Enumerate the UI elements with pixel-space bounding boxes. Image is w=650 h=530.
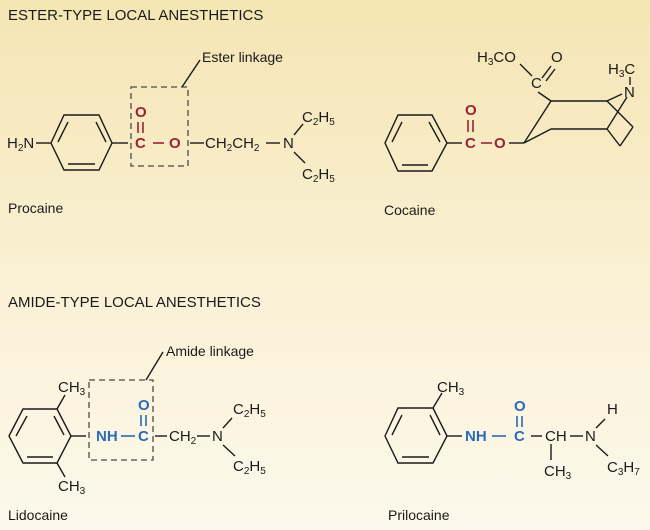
lidocaine-ethyl-bottom: C2H5 bbox=[233, 458, 266, 477]
prilocaine-methyl: CH3 bbox=[437, 379, 465, 398]
lidocaine-structure: CH3 CH3 Amide linkage NH C O CH2 N C2H5 … bbox=[8, 343, 266, 497]
bond bbox=[545, 68, 556, 82]
bond bbox=[606, 93, 623, 102]
cocaine-ester2-o: O bbox=[551, 49, 563, 66]
procaine-ester-o: O bbox=[169, 135, 181, 152]
amide-linkage-label: Amide linkage bbox=[166, 343, 254, 359]
prilocaine-nh: NH bbox=[465, 428, 487, 445]
bond bbox=[293, 151, 306, 164]
bond bbox=[606, 100, 634, 128]
procaine-ethyl-top: C2H5 bbox=[302, 109, 335, 128]
bond bbox=[619, 126, 634, 147]
procaine-n: N bbox=[283, 135, 294, 152]
prilocaine-ch-methyl: CH3 bbox=[544, 463, 572, 482]
cocaine-n: N bbox=[624, 84, 635, 101]
lidocaine-n: N bbox=[212, 428, 223, 445]
bond bbox=[595, 444, 609, 457]
bond bbox=[53, 415, 65, 436]
lidocaine-methyl-top: CH3 bbox=[58, 379, 86, 398]
cocaine-methoxy: H3CO bbox=[477, 49, 516, 68]
lidocaine-name: Lidocaine bbox=[8, 507, 68, 523]
lidocaine-ethyl-top: C2H5 bbox=[233, 401, 266, 420]
bond bbox=[57, 121, 69, 143]
ester-linkage-box bbox=[130, 86, 189, 167]
amide-section-title: AMIDE-TYPE LOCAL ANESTHETICS bbox=[8, 294, 261, 311]
prilocaine-carbonyl-c: C bbox=[514, 428, 525, 445]
bond bbox=[537, 91, 552, 102]
lidocaine-carbonyl-o: O bbox=[138, 397, 150, 414]
procaine-chain: CH2CH2 bbox=[205, 135, 260, 154]
cocaine-ester-o: O bbox=[494, 135, 506, 152]
procaine-structure: H2N Ester linkage O C O CH2CH2 N C2H5 C2… bbox=[7, 49, 335, 185]
ester-leader-line bbox=[181, 59, 201, 88]
bond bbox=[56, 462, 66, 478]
prilocaine-name: Prilocaine bbox=[388, 507, 450, 523]
bond bbox=[391, 121, 403, 143]
prilocaine-structure: CH3 NH C O CH CH3 N H C3H7 bbox=[384, 379, 640, 482]
bond bbox=[95, 121, 107, 143]
bond bbox=[606, 96, 628, 130]
prilocaine-n: N bbox=[585, 428, 596, 445]
bond bbox=[222, 417, 233, 429]
bond bbox=[606, 128, 621, 147]
lidocaine-nh: NH bbox=[96, 428, 118, 445]
cocaine-n-methyl: H3C bbox=[608, 61, 635, 80]
cocaine-structure: O C O N H3C C O H3CO bbox=[384, 49, 635, 172]
cocaine-carbonyl-o: O bbox=[465, 102, 477, 119]
cocaine-ester2-c: C bbox=[531, 75, 542, 92]
procaine-carbonyl-o: O bbox=[135, 104, 147, 121]
lidocaine-chain: CH2 bbox=[169, 428, 197, 447]
prilocaine-benzene-ring bbox=[384, 407, 448, 464]
lidocaine-carbonyl-c: C bbox=[138, 428, 149, 445]
bond bbox=[391, 414, 403, 436]
bond bbox=[222, 444, 236, 457]
bond bbox=[432, 392, 443, 409]
prilocaine-ch: CH bbox=[545, 428, 567, 445]
lidocaine-benzene-ring bbox=[8, 408, 72, 464]
cocaine-benzene-ring bbox=[384, 114, 448, 172]
bond bbox=[428, 121, 441, 143]
prilocaine-carbonyl-o: O bbox=[514, 398, 526, 415]
bond bbox=[56, 394, 66, 410]
bond bbox=[523, 128, 552, 144]
cocaine-name: Cocaine bbox=[384, 202, 436, 218]
amide-leader-line bbox=[145, 351, 164, 381]
procaine-benzene-ring bbox=[50, 114, 113, 171]
amide-linkage-box bbox=[88, 379, 154, 461]
ester-section-title: ESTER-TYPE LOCAL ANESTHETICS bbox=[8, 7, 263, 24]
bond bbox=[15, 415, 28, 437]
bond bbox=[429, 414, 441, 436]
ester-linkage-label: Ester linkage bbox=[202, 49, 283, 65]
procaine-ethyl-bottom: C2H5 bbox=[302, 166, 335, 185]
prilocaine-n-h: H bbox=[607, 401, 618, 418]
procaine-carbonyl-c: C bbox=[135, 135, 146, 152]
procaine-name: Procaine bbox=[8, 200, 63, 216]
bond bbox=[519, 63, 533, 77]
procaine-amine: H2N bbox=[7, 135, 34, 154]
bond bbox=[595, 418, 606, 429]
bond bbox=[293, 123, 304, 136]
bond bbox=[523, 100, 552, 144]
bond bbox=[541, 65, 552, 79]
cocaine-carbonyl-c: C bbox=[465, 135, 476, 152]
prilocaine-propyl: C3H7 bbox=[607, 459, 640, 478]
lidocaine-methyl-bottom: CH3 bbox=[58, 478, 86, 497]
